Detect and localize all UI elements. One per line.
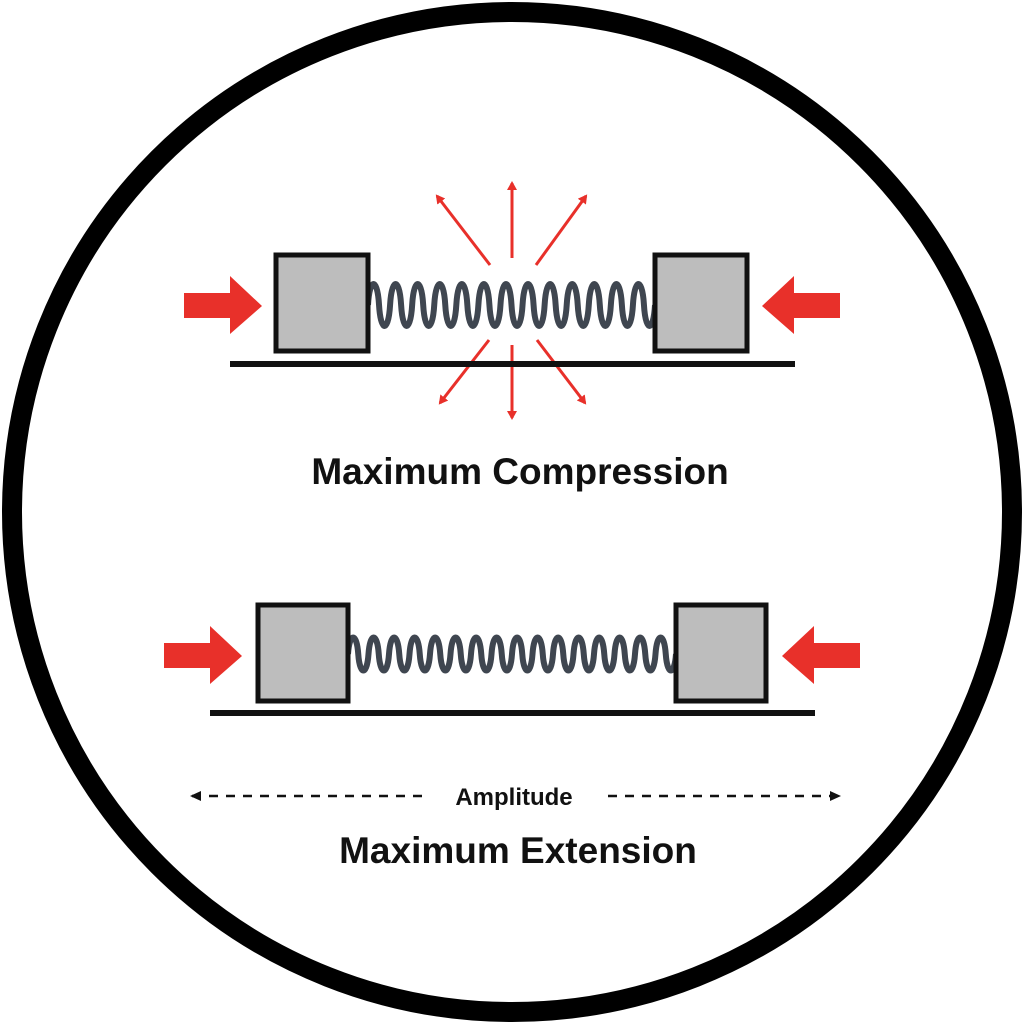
amplitude-label: Amplitude — [455, 784, 572, 811]
burst-ray — [438, 339, 491, 405]
compression-panel: Maximum Compression — [184, 181, 840, 492]
left-mass-block — [255, 602, 351, 704]
spring — [365, 281, 658, 329]
extension-panel: Amplitude Maximum Extension — [164, 602, 860, 871]
burst-ray — [435, 194, 492, 266]
arrow-right-icon — [184, 276, 262, 334]
right-mass-block — [652, 252, 750, 354]
left-mass-block — [273, 252, 371, 354]
right-mass-block — [673, 602, 769, 704]
extension-caption: Maximum Extension — [339, 830, 697, 871]
burst-rays — [435, 181, 588, 420]
spring — [345, 634, 679, 674]
arrow-left-icon — [762, 276, 840, 334]
burst-ray — [534, 194, 588, 266]
arrow-left-icon — [782, 626, 860, 684]
burst-ray — [535, 339, 587, 405]
arrow-right-icon — [164, 626, 242, 684]
compression-caption: Maximum Compression — [311, 451, 728, 492]
